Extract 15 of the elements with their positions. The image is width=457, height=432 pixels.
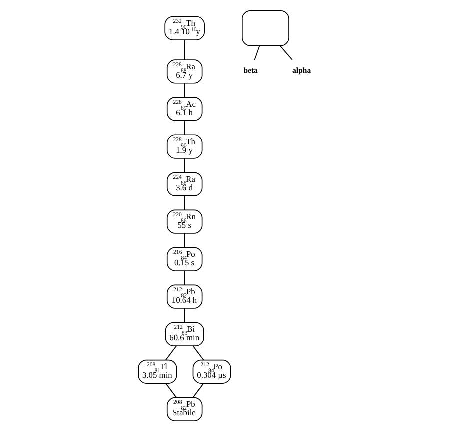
connector bbox=[279, 45, 292, 60]
connector bbox=[184, 40, 185, 60]
connector bbox=[184, 196, 185, 211]
connector bbox=[184, 83, 185, 98]
connector bbox=[254, 45, 260, 60]
connector bbox=[184, 233, 185, 248]
connector bbox=[192, 383, 204, 398]
connector bbox=[184, 158, 185, 174]
connector bbox=[184, 308, 185, 324]
connector bbox=[184, 120, 185, 136]
connector bbox=[184, 270, 185, 286]
node-box bbox=[242, 10, 289, 46]
connector bbox=[165, 383, 177, 398]
connector bbox=[192, 346, 204, 361]
connector bbox=[164, 346, 176, 361]
